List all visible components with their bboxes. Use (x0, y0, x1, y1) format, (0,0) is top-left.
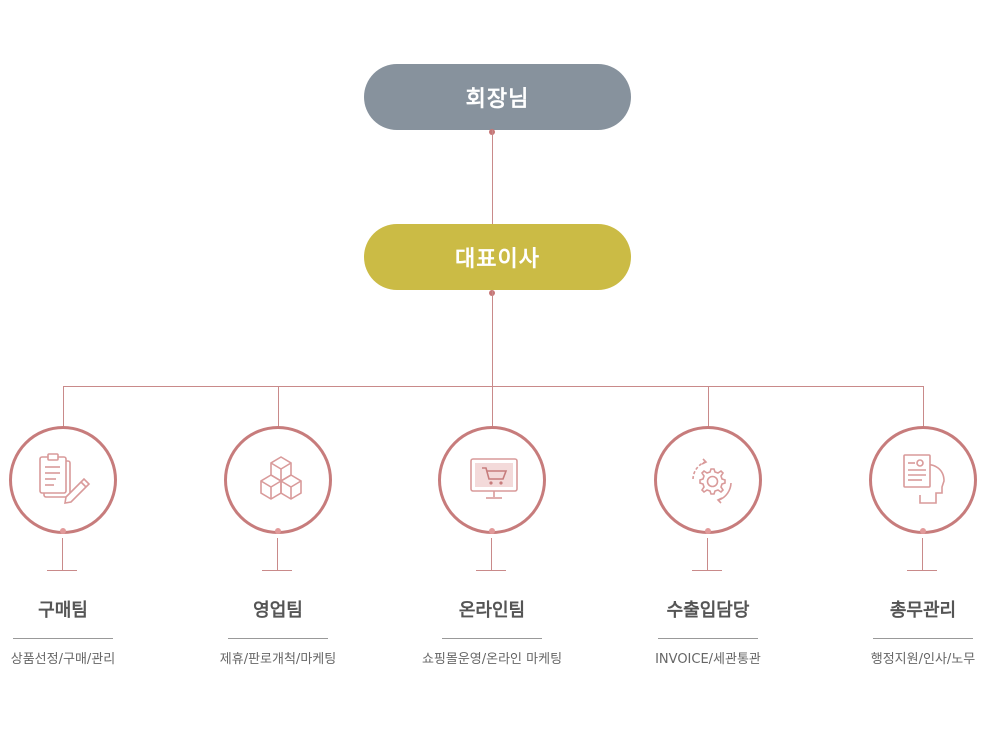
base-line (262, 570, 292, 571)
branch-drop (708, 386, 709, 428)
clipboard-pencil-icon (39, 453, 91, 504)
department-name: 수출입담당 (666, 600, 750, 621)
department-circle (224, 426, 332, 534)
cubes-icon (260, 456, 302, 500)
department-description: 쇼핑몰운영/온라인 마케팅 (421, 652, 563, 667)
circle-dot (705, 528, 711, 534)
divider (873, 638, 973, 639)
department-description: 제휴/판로개척/마케팅 (219, 652, 337, 667)
gear-cycle-icon (692, 458, 732, 504)
divider (13, 638, 113, 639)
base-line (47, 570, 77, 571)
chairman-node: 회장님 (364, 64, 631, 130)
stem-line (62, 538, 63, 570)
department-circle (869, 426, 977, 534)
chairman-label: 회장님 (465, 87, 530, 112)
department-circle (9, 426, 117, 534)
connector-line (492, 130, 493, 224)
branch-drop (923, 386, 924, 428)
department-description: 상품선정/구매/관리 (10, 652, 116, 667)
stem-line (922, 538, 923, 570)
branch-drop (63, 386, 64, 428)
branch-line (63, 386, 924, 387)
department-name: 총무관리 (889, 600, 957, 621)
department-description: 행정지원/인사/노무 (870, 652, 976, 667)
department-circle (438, 426, 546, 534)
circle-dot (920, 528, 926, 534)
base-line (692, 570, 722, 571)
stem-line (277, 538, 278, 570)
department-name: 영업팀 (253, 600, 303, 621)
divider (442, 638, 542, 639)
circle-dot (275, 528, 281, 534)
base-line (476, 570, 506, 571)
monitor-cart-icon (470, 458, 518, 499)
branch-drop (278, 386, 279, 428)
department-name: 구매팀 (38, 600, 88, 621)
stem-line (707, 538, 708, 570)
document-head-icon (903, 454, 945, 504)
divider (658, 638, 758, 639)
department-circle (654, 426, 762, 534)
ceo-label: 대표이사 (455, 247, 540, 272)
stem-line (491, 538, 492, 570)
circle-dot (60, 528, 66, 534)
branch-drop (492, 386, 493, 428)
connector-line (492, 290, 493, 386)
department-description: INVOICE/세관통관 (655, 652, 761, 667)
divider (228, 638, 328, 639)
department-name: 온라인팀 (458, 600, 526, 621)
base-line (907, 570, 937, 571)
circle-dot (489, 528, 495, 534)
ceo-node: 대표이사 (364, 224, 631, 290)
